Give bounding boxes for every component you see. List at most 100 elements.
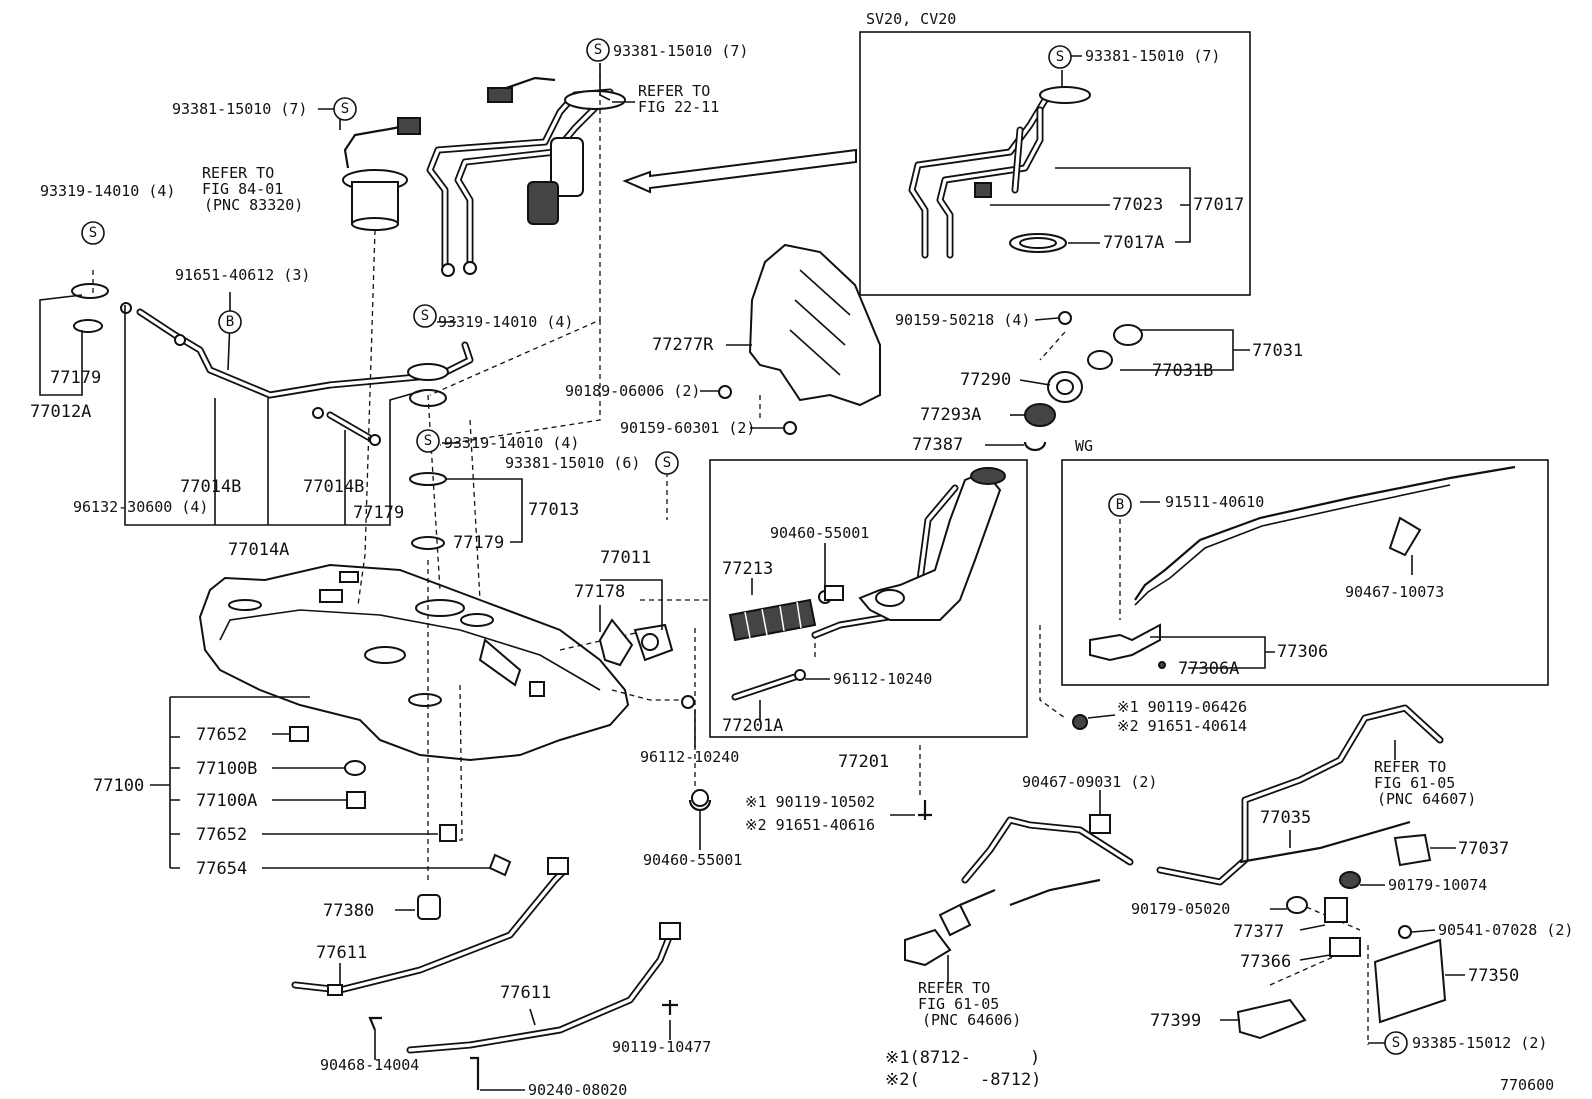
bracket-77014a bbox=[124, 305, 426, 526]
label-90159-50218: 90159-50218 (4) bbox=[895, 311, 1030, 329]
label-77014a: 77014A bbox=[228, 540, 289, 560]
label-77306a: 77306A bbox=[1178, 659, 1239, 679]
label-90119-10477: 90119-10477 bbox=[612, 1038, 711, 1056]
label-93381-15010-top: 93381-15010 (7) bbox=[613, 42, 748, 60]
s-symbol-93385-letter: S bbox=[1392, 1035, 1400, 1051]
label-sv20-cv20: SV20, CV20 bbox=[866, 10, 956, 28]
label-pnc-64607: (PNC 64607) bbox=[1377, 790, 1476, 808]
s-symbol-left: S bbox=[333, 97, 357, 121]
label-96112-10240-box: 96112-10240 bbox=[833, 670, 932, 688]
label-77037: 77037 bbox=[1458, 839, 1509, 859]
label-77201a: 77201A bbox=[722, 716, 783, 736]
label-77179-lower: 77179 bbox=[453, 533, 504, 553]
label-77213: 77213 bbox=[722, 559, 773, 579]
label-90159-60301: 90159-60301 (2) bbox=[620, 419, 755, 437]
label-77014b-right: 77014B bbox=[303, 477, 364, 497]
s-symbol-inset: S bbox=[1048, 45, 1072, 69]
label-footnote-1-close: ) bbox=[1030, 1048, 1040, 1068]
label-77100b: 77100B bbox=[196, 759, 257, 779]
label-77100a: 77100A bbox=[196, 791, 257, 811]
s-symbol-9338115010-6: S bbox=[655, 451, 679, 475]
label-77011: 77011 bbox=[600, 548, 651, 568]
label-pnc-64606: (PNC 64606) bbox=[922, 1011, 1021, 1029]
leader-77366 bbox=[1299, 954, 1331, 961]
filler-pipe-77201 bbox=[811, 467, 1006, 639]
label-77100: 77100 bbox=[93, 776, 144, 796]
b-symbol-91511-letter: B bbox=[1116, 497, 1124, 513]
label-90189-06006: 90189-06006 (2) bbox=[565, 382, 700, 400]
label-77179-mid: 77179 bbox=[353, 503, 404, 523]
filler-pipe-box bbox=[709, 459, 1028, 738]
label-77350: 77350 bbox=[1468, 966, 1519, 986]
label-x1-90119-10502: ※1 90119-10502 bbox=[745, 793, 875, 811]
label-footnote-1: ※1(8712- bbox=[885, 1048, 971, 1068]
s-symbol-9331914010-left: S bbox=[81, 221, 105, 245]
b-symbol-91651: B bbox=[218, 310, 242, 334]
inset-pointer-arrow bbox=[622, 148, 857, 194]
wg-cable-assembly bbox=[1089, 465, 1516, 669]
label-pnc-83320: (PNC 83320) bbox=[204, 196, 303, 214]
label-77652-top: 77652 bbox=[196, 725, 247, 745]
label-77178: 77178 bbox=[574, 582, 625, 602]
label-90179-10074: 90179-10074 bbox=[1388, 876, 1487, 894]
s-symbol-9331914010-left-letter: S bbox=[89, 225, 97, 241]
label-93319-14010-lower: 93319-14010 (4) bbox=[444, 434, 579, 452]
label-93381-15010-left: 93381-15010 (7) bbox=[172, 100, 307, 118]
bracket-77011 bbox=[599, 579, 663, 632]
bracket-77100 bbox=[150, 696, 310, 869]
label-77012a: 77012A bbox=[30, 402, 91, 422]
leader-93381-top bbox=[599, 63, 611, 101]
label-93319-14010-left: 93319-14010 (4) bbox=[40, 182, 175, 200]
label-90468-14004: 90468-14004 bbox=[320, 1056, 419, 1074]
leader-77611-right bbox=[529, 1008, 536, 1026]
b-symbol-91651-letter: B bbox=[226, 314, 234, 330]
s-symbol-9338115010-6-letter: S bbox=[663, 455, 671, 471]
label-93319-14010-mid: 93319-14010 (4) bbox=[438, 313, 573, 331]
label-90467-09031: 90467-09031 (2) bbox=[1022, 773, 1157, 791]
label-fig-84-01: FIG 84-01 bbox=[202, 180, 283, 198]
label-77031: 77031 bbox=[1252, 341, 1303, 361]
fuel-tank-body bbox=[198, 563, 630, 762]
filler-cap-parts bbox=[718, 311, 1143, 452]
label-77306: 77306 bbox=[1277, 642, 1328, 662]
leader-77017-bracket bbox=[1055, 167, 1191, 243]
label-77031b: 77031B bbox=[1152, 361, 1213, 381]
label-91651-40612: 91651-40612 (3) bbox=[175, 266, 310, 284]
s-symbol-left-letter: S bbox=[341, 101, 349, 117]
label-x1-90119-06426: ※1 90119-06426 bbox=[1117, 698, 1247, 716]
s-symbol-top: S bbox=[586, 38, 610, 62]
label-91511-40610: 91511-40610 bbox=[1165, 493, 1264, 511]
label-90460-55001-lower: 90460-55001 bbox=[643, 851, 742, 869]
label-77652-bottom: 77652 bbox=[196, 825, 247, 845]
label-refer-to-64607: REFER TO bbox=[1374, 758, 1446, 776]
s-symbol-top-letter: S bbox=[594, 42, 602, 58]
label-90240-08020: 90240-08020 bbox=[528, 1081, 627, 1099]
leader-77377 bbox=[1299, 924, 1326, 931]
leader-9011906426 bbox=[1087, 714, 1116, 719]
leader-90541 bbox=[1411, 929, 1436, 933]
label-fig-61-05-right: FIG 61-05 bbox=[1374, 774, 1455, 792]
label-77387: 77387 bbox=[912, 435, 963, 455]
label-77399: 77399 bbox=[1150, 1011, 1201, 1031]
tank-small-parts bbox=[289, 726, 512, 920]
label-77293a: 77293A bbox=[920, 405, 981, 425]
label-wg: WG bbox=[1075, 437, 1093, 455]
label-90541-07028: 90541-07028 (2) bbox=[1438, 921, 1573, 939]
label-77290: 77290 bbox=[960, 370, 1011, 390]
label-drawing-number: 770600 bbox=[1500, 1076, 1554, 1094]
label-x2-91651-40614: ※2 91651-40614 bbox=[1117, 717, 1247, 735]
bracket-77031 bbox=[1120, 329, 1250, 371]
label-refer-to-22: REFER TO bbox=[638, 82, 710, 100]
filler-hose-77213 bbox=[728, 598, 817, 642]
assembly-dash-lines-left bbox=[92, 55, 1369, 1045]
label-fig-22-11: FIG 22-11 bbox=[638, 98, 719, 116]
label-93381-15010-inset: 93381-15010 (7) bbox=[1085, 47, 1220, 65]
b-symbol-91511: B bbox=[1108, 493, 1132, 517]
bracket-77013 bbox=[445, 478, 523, 543]
label-77611-right: 77611 bbox=[500, 983, 551, 1003]
inset-pump-tubes bbox=[908, 86, 1091, 259]
label-77366: 77366 bbox=[1240, 952, 1291, 972]
heat-insulator-77277r bbox=[748, 243, 881, 407]
